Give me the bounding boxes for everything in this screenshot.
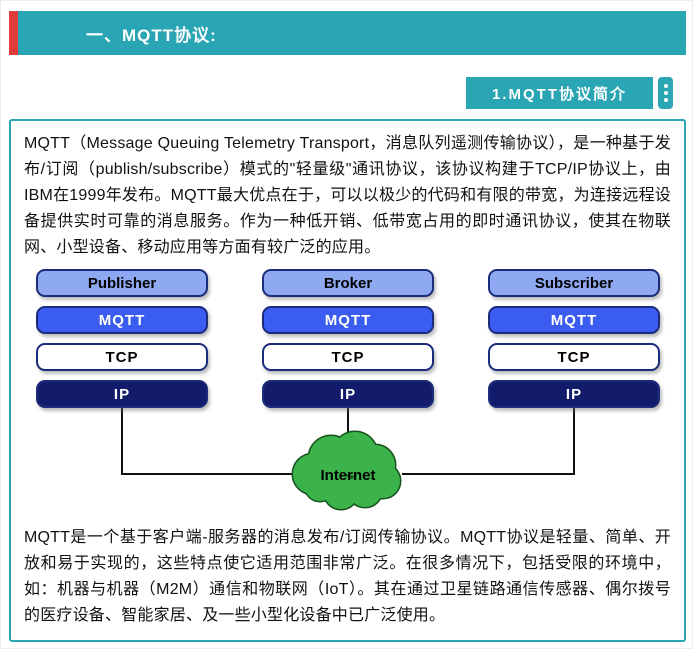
diagram-canvas: Internet <box>121 408 575 511</box>
role-box: Publisher <box>36 269 208 297</box>
layer-box-ip: IP <box>488 380 660 408</box>
layer-box-ip: IP <box>262 380 434 408</box>
internet-cloud: Internet <box>291 430 402 511</box>
subsection-badge-row: 1.MQTT协议简介 <box>466 77 673 109</box>
protocol-stack-subscriber: Subscriber MQTT TCP IP <box>488 269 660 408</box>
role-box: Subscriber <box>488 269 660 297</box>
protocol-stack-broker: Broker MQTT TCP IP <box>262 269 434 408</box>
layer-box-mqtt: MQTT <box>262 306 434 334</box>
layer-box-tcp: TCP <box>36 343 208 371</box>
body-paragraph: MQTT是一个基于客户端-服务器的消息发布/订阅传输协议。MQTT协议是轻量、简… <box>24 529 671 624</box>
kebab-menu-icon <box>663 84 668 88</box>
layer-box-mqtt: MQTT <box>488 306 660 334</box>
layer-box-ip: IP <box>36 380 208 408</box>
intro-paragraph: MQTT（Message Queuing Telemetry Transport… <box>24 135 671 256</box>
role-box: Broker <box>262 269 434 297</box>
protocol-stack-publisher: Publisher MQTT TCP IP <box>36 269 208 408</box>
header-accent-bar <box>9 11 18 55</box>
mqtt-stack-diagram: Internet Publisher MQTT TCP IP Broker MQ… <box>24 269 671 519</box>
layer-box-tcp: TCP <box>262 343 434 371</box>
cloud-label: Internet <box>320 467 375 484</box>
layer-box-mqtt: MQTT <box>36 306 208 334</box>
content-panel: MQTT（Message Queuing Telemetry Transport… <box>9 119 686 642</box>
layer-box-tcp: TCP <box>488 343 660 371</box>
section-header: 一、MQTT协议: <box>9 11 686 55</box>
kebab-menu-button[interactable] <box>658 77 673 109</box>
section-title: 一、MQTT协议: <box>86 25 217 45</box>
subsection-badge: 1.MQTT协议简介 <box>466 77 653 109</box>
